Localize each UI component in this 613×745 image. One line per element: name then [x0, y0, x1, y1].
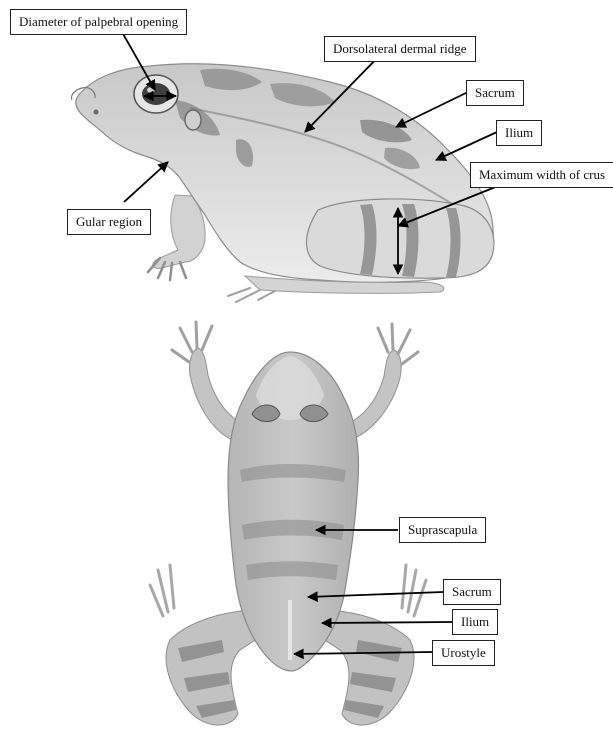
- nostril: [94, 110, 99, 115]
- dorsal-frog-illustration: [150, 322, 426, 725]
- tympanum: [185, 110, 201, 130]
- pointer-sacrum-lateral: [396, 92, 468, 127]
- label-gular-region: Gular region: [67, 209, 151, 235]
- label-palpebral-opening: Diameter of palpebral opening: [10, 9, 187, 35]
- dorsal-left-foot: [150, 565, 174, 616]
- pointer-gular: [124, 162, 168, 202]
- label-ilium-lateral: Ilium: [496, 120, 542, 146]
- lateral-thigh-crus: [306, 199, 493, 278]
- dorsal-right-foot: [402, 565, 426, 616]
- label-suprascapula: Suprascapula: [399, 517, 486, 543]
- pointer-ilium-dorsal: [322, 622, 452, 623]
- pointer-ilium-lateral: [436, 132, 497, 160]
- lateral-frog-illustration: [71, 64, 493, 302]
- label-dorsolateral-ridge: Dorsolateral dermal ridge: [324, 36, 476, 62]
- lateral-eye-pupil: [142, 83, 170, 105]
- label-ilium-dorsal: Ilium: [452, 609, 498, 635]
- label-sacrum-dorsal: Sacrum: [443, 579, 501, 605]
- label-crus-width: Maximum width of crus: [470, 162, 613, 188]
- label-urostyle: Urostyle: [432, 640, 495, 666]
- label-sacrum-lateral: Sacrum: [466, 80, 524, 106]
